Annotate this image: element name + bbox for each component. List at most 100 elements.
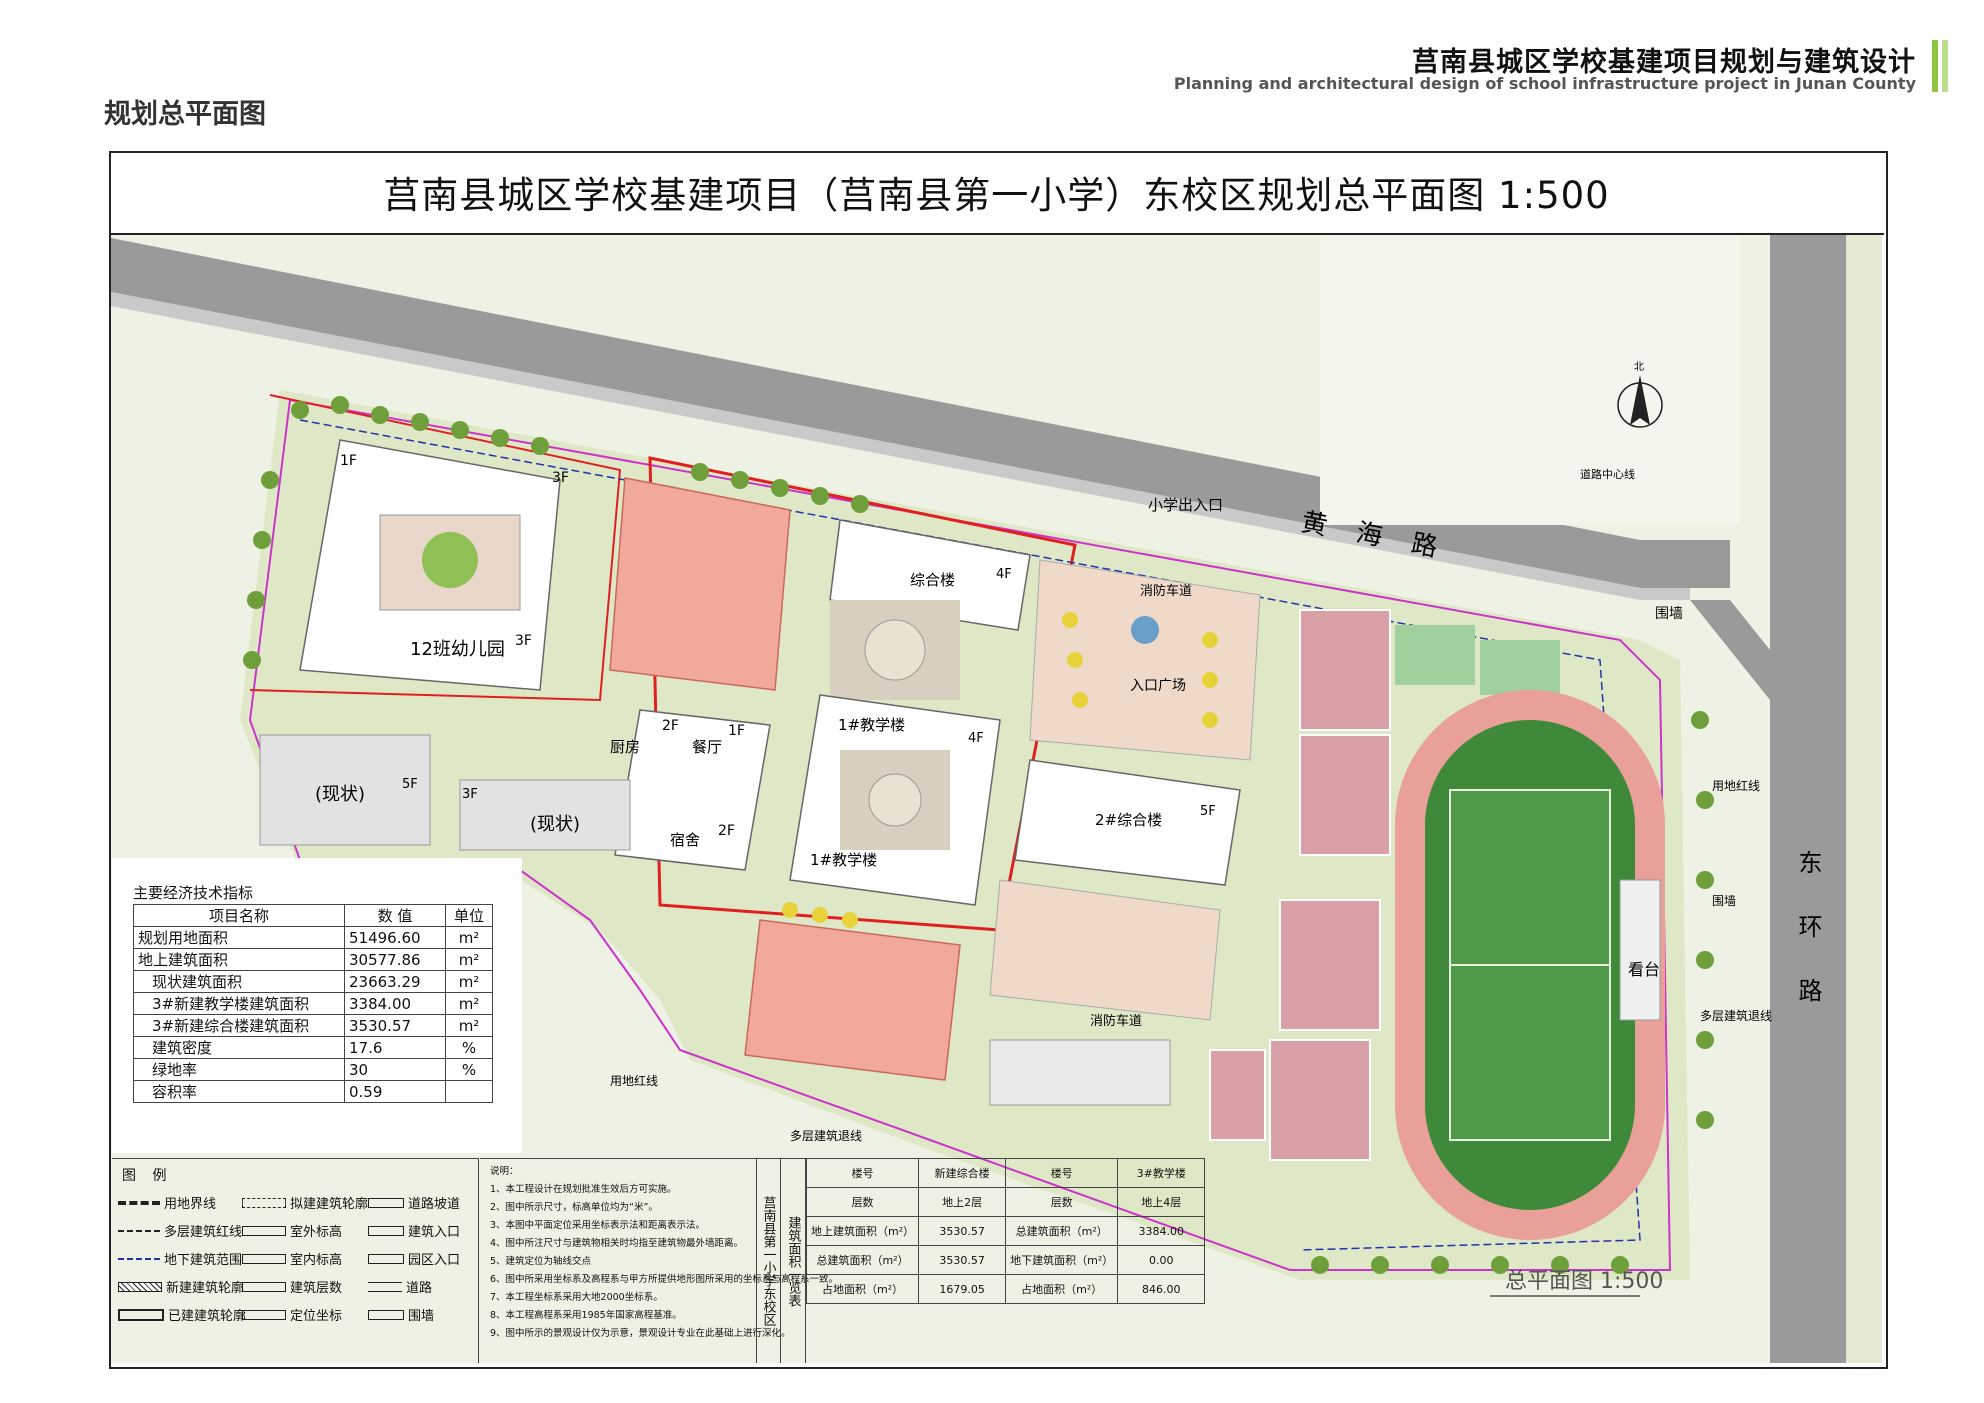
road-dongh [1770, 235, 1846, 1363]
drawing-title-band: 莒南县城区学校基建项目（莒南县第一小学）东校区规划总平面图 1:500 [109, 151, 1884, 235]
label-wall-1: 围墙 [1655, 606, 1683, 622]
label-canteen: 餐厅 [692, 738, 722, 756]
svg-text:1F: 1F [728, 723, 745, 739]
gym-new-building [609, 477, 791, 691]
legend-swatch-outdoor-level [242, 1225, 286, 1236]
basketball-courts [1209, 609, 1560, 1161]
svg-text:4F: 4F [996, 567, 1012, 582]
area-table-side-title-1: 莒南县第一小学东校区 [756, 1158, 781, 1363]
red-line-west [249, 394, 622, 702]
svg-text:3F: 3F [462, 787, 478, 802]
legend-swatch-boundary [118, 1200, 160, 1205]
legend-swatch-floors [242, 1281, 286, 1292]
label-wall-2: 围墙 [1712, 894, 1736, 908]
note-item: 7、本工程坐标系采用大地2000坐标系。 [490, 1292, 663, 1303]
header-title-cn: 莒南县城区学校基建项目规划与建筑设计 [1412, 47, 1916, 78]
legend-panel: 图 例 用地界线 拟建建筑轮廓 道路坡道 多层建筑红线 室外标高 建筑入口 地下… [112, 1158, 479, 1363]
legend-swatch-setback [118, 1229, 160, 1232]
note-item: 5、建筑定位为轴线交点 [490, 1256, 592, 1267]
svg-text:5F: 5F [1200, 804, 1216, 819]
svg-text:4F: 4F [968, 731, 984, 746]
table-header: 项目名称 数 值 单位 [133, 904, 493, 927]
north-arrow-icon [1630, 375, 1650, 425]
svg-text:1F: 1F [340, 453, 357, 469]
label-zonghe2: 2#综合楼 [1095, 811, 1162, 829]
label-existing-b: (现状) [530, 814, 580, 835]
legend-swatch-new-building [118, 1281, 162, 1292]
label-road-center: 道路中心线 [1580, 467, 1635, 481]
existing-building-a [259, 734, 431, 846]
label-road-east: 东环路 [1794, 850, 1822, 1042]
svg-text:2F: 2F [662, 718, 679, 734]
label-setback-1: 多层建筑退线 [1700, 1008, 1772, 1023]
existing-building-c [989, 1039, 1171, 1106]
notes-panel: 说明： 1、本工程设计在规划批准生效后方可实施。 2、图中所示尺寸，标高单位均为… [480, 1158, 839, 1363]
note-item: 1、本工程设计在规划批准生效后方可实施。 [490, 1184, 677, 1195]
legend-swatch-coordinate [242, 1309, 286, 1320]
label-red-line-1: 用地红线 [1712, 778, 1760, 793]
legend-swatch-indoor-level [242, 1253, 286, 1264]
notes-title: 说明： [490, 1166, 519, 1177]
legend-swatch-underground [118, 1257, 160, 1260]
label-fire-lane-2: 消防车道 [1090, 1013, 1142, 1029]
legend-swatch-proposed [242, 1197, 286, 1208]
header-accent-bar-2 [1942, 40, 1948, 92]
label-kitchen: 厨房 [610, 738, 640, 756]
park-entrance-icon [368, 1253, 404, 1264]
label-existing-a: (现状) [315, 784, 365, 805]
note-item: 4、图中所注尺寸与建筑物相关时均指至建筑物最外墙距离。 [490, 1238, 744, 1249]
svg-text:3F: 3F [552, 470, 569, 486]
entrance-plaza [1029, 559, 1261, 761]
label-setback-2: 多层建筑退线 [790, 1128, 862, 1143]
teaching-building-3-new [744, 919, 961, 1081]
label-red-line-2: 用地红线 [610, 1073, 658, 1088]
label-stand: 看台 [1628, 960, 1660, 979]
label-fire-lane-1: 消防车道 [1140, 583, 1192, 599]
drawing-title: 莒南县城区学校基建项目（莒南县第一小学）东校区规划总平面图 1:500 [383, 174, 1610, 217]
header-title-en: Planning and architectural design of sch… [1173, 74, 1916, 93]
note-item: 3、本图中平面定位采用坐标表示法和距离表示法。 [490, 1220, 706, 1231]
indicators-caption: 主要经济技术指标 [133, 884, 254, 902]
svg-text:5F: 5F [402, 777, 418, 792]
road-sidewalk-north [111, 292, 1690, 600]
legend-swatch-existing [118, 1308, 164, 1321]
area-table-side-title-2: 建筑面积一览表 [781, 1158, 806, 1363]
garden-plaza-south [989, 879, 1221, 1021]
note-item: 6、图中所采用坐标系及高程系与甲方所提供地形图所采用的坐标系与高程系一致。 [490, 1274, 839, 1285]
legend-swatch-wall [368, 1309, 404, 1320]
svg-text:2F: 2F [718, 823, 735, 839]
label-kindergarten: 12班幼儿园 [410, 639, 505, 660]
legend-title: 图 例 [122, 1168, 173, 1184]
svg-text:3F: 3F [515, 633, 532, 649]
label-zonghe: 综合楼 [910, 571, 955, 589]
label-north: 北 [1634, 361, 1644, 373]
note-item: 2、图中所示尺寸，标高单位均为“米”。 [490, 1202, 658, 1213]
label-dorm: 宿舍 [670, 831, 700, 849]
label-plaza: 入口广场 [1130, 678, 1186, 694]
zonghe-building-2 [1014, 759, 1241, 886]
building-entrance-icon [368, 1225, 404, 1236]
label-building-1: 1#教学楼 [838, 716, 905, 734]
legend-swatch-ramp [368, 1197, 404, 1208]
tree-rows [243, 396, 1714, 1274]
label-entrance: 小学出入口 [1148, 496, 1223, 514]
site-plan: 12班幼儿园 综合楼 2#综合楼 1#教学楼 1#教学楼 餐厅 厨房 宿舍 (现… [111, 235, 1882, 1363]
note-item: 9、图中所示的景观设计仅为示意，景观设计专业在此基础上进行深化。 [490, 1328, 791, 1339]
stand [1619, 879, 1661, 1021]
existing-building-b [459, 779, 631, 851]
legend-swatch-road [368, 1281, 402, 1292]
